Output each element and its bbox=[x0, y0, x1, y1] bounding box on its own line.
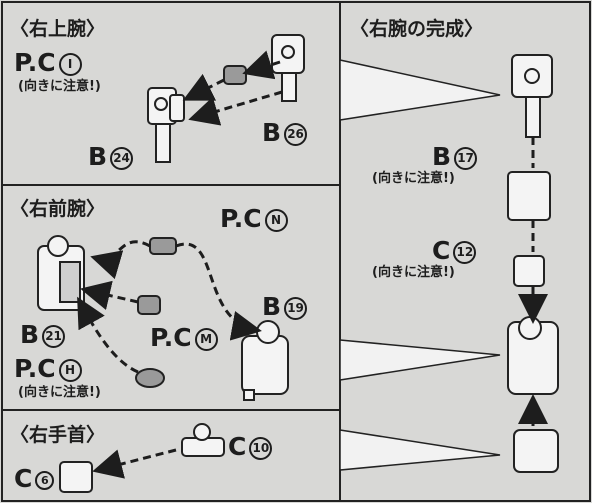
callout-upper-arm bbox=[339, 59, 501, 121]
part-b21 bbox=[37, 235, 85, 311]
label-prefix: B bbox=[88, 142, 108, 171]
part-c10 bbox=[181, 423, 225, 457]
circled-mark: 10 bbox=[249, 436, 273, 460]
circled-mark: I bbox=[58, 52, 82, 76]
assembly-arrows-forearm bbox=[77, 240, 262, 374]
section-title-forearm: 〈右前腕〉 bbox=[10, 198, 106, 220]
circled-mark: 24 bbox=[110, 146, 134, 170]
section-title-upper-arm: 〈右上腕〉 bbox=[10, 18, 106, 40]
circled-mark: M bbox=[194, 327, 218, 351]
part-c6 bbox=[59, 461, 93, 493]
note-orientation: (向きに注意!) bbox=[18, 79, 101, 94]
label-prefix: C bbox=[228, 432, 247, 461]
callout-wedges bbox=[339, 59, 501, 471]
label-prefix: C bbox=[432, 236, 451, 265]
part-pc-m bbox=[137, 295, 161, 315]
label-prefix: P.C bbox=[220, 204, 262, 233]
part-b19 bbox=[241, 320, 289, 401]
completed-arm bbox=[507, 54, 559, 473]
circled-mark: H bbox=[58, 358, 82, 382]
label-prefix: B bbox=[262, 118, 282, 147]
label-prefix: P.C bbox=[150, 323, 192, 352]
circled-mark: 19 bbox=[284, 296, 308, 320]
note-orientation: (向きに注意!) bbox=[18, 385, 101, 400]
circled-mark: N bbox=[264, 208, 288, 232]
label-prefix: C bbox=[14, 464, 33, 493]
section-title-wrist: 〈右手首〉 bbox=[10, 424, 106, 446]
section-title-complete: 〈右腕の完成〉 bbox=[350, 18, 484, 40]
circled-mark: 17 bbox=[454, 146, 478, 170]
assembly-arrow-wrist bbox=[92, 448, 177, 479]
circled-mark: 26 bbox=[284, 122, 308, 146]
part-b24 bbox=[147, 87, 185, 163]
label-prefix: B bbox=[262, 292, 282, 321]
callout-wrist bbox=[339, 429, 501, 471]
circled-mark: 6 bbox=[35, 470, 55, 490]
label-prefix: P.C bbox=[14, 48, 56, 77]
circled-mark: 12 bbox=[453, 240, 477, 264]
part-pc-n bbox=[149, 237, 177, 255]
label-prefix: B bbox=[20, 320, 40, 349]
note-orientation: (向きに注意!) bbox=[372, 171, 455, 186]
note-orientation: (向きに注意!) bbox=[372, 265, 455, 280]
label-prefix: P.C bbox=[14, 354, 56, 383]
part-pc-h bbox=[135, 368, 165, 388]
circled-mark: 21 bbox=[42, 324, 66, 348]
part-pc-i bbox=[223, 65, 247, 85]
label-prefix: B bbox=[432, 142, 452, 171]
assembly-arrows-upper bbox=[182, 50, 283, 126]
callout-forearm bbox=[339, 339, 501, 381]
